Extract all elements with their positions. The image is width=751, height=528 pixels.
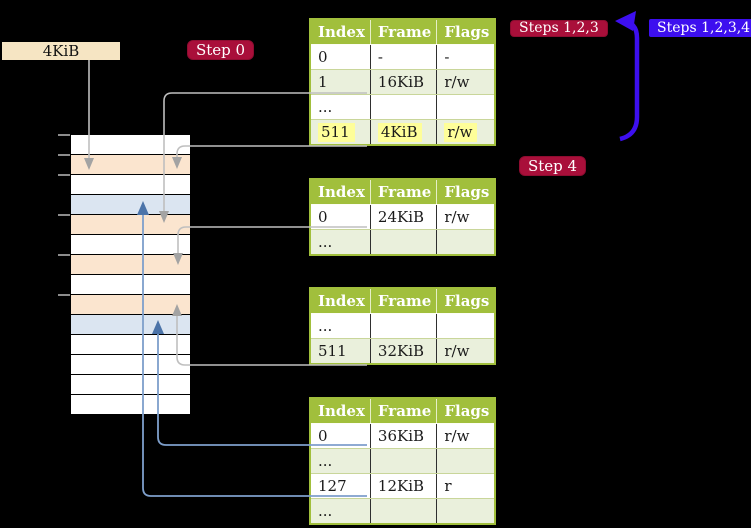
- table-cell: r/w: [436, 423, 496, 449]
- column-header: Frame: [370, 398, 438, 424]
- table-cell: 127: [310, 473, 371, 499]
- table-cell: [370, 448, 438, 474]
- table-cell: 32KiB: [370, 338, 438, 364]
- table-cell: r/w: [436, 204, 496, 230]
- table-cell: 511: [310, 338, 371, 364]
- memory-tick-4: [58, 214, 70, 216]
- memory-row-12: [71, 375, 190, 395]
- table-cell: ...: [310, 229, 371, 255]
- table-cell: ...: [310, 313, 371, 339]
- table-row: ...: [310, 498, 496, 524]
- column-header: Index: [310, 179, 371, 205]
- table-cell: -: [436, 44, 496, 70]
- table-cell: 12KiB: [370, 473, 438, 499]
- table-row: 511 4KiB r/w: [310, 119, 496, 145]
- table-cell: 1: [310, 69, 371, 95]
- table-row: ...: [310, 313, 496, 339]
- physical-memory-stack: [58, 134, 190, 415]
- recursive-loop-arrow: [615, 11, 640, 142]
- memory-row-0: [71, 135, 190, 155]
- table-row: ...: [310, 94, 496, 120]
- column-header: Frame: [370, 179, 438, 205]
- memory-row-6: [71, 255, 190, 275]
- badge-step-0: Step 0: [187, 40, 255, 60]
- memory-row-9: [71, 315, 190, 335]
- memory-row-4: [71, 215, 190, 235]
- memory-row-13: [71, 395, 190, 415]
- table-cell: 0: [310, 44, 371, 70]
- badge-steps-1234: Steps 1,2,3,4: [649, 19, 751, 37]
- memory-row-1: [71, 155, 190, 175]
- table-cell: r/w: [436, 69, 496, 95]
- column-header: Flags: [436, 398, 496, 424]
- table-cell: r/w: [436, 338, 496, 364]
- badge-step-4: Step 4: [519, 156, 587, 176]
- memory-row-2: [71, 175, 190, 195]
- column-header: Index: [310, 19, 371, 45]
- table-cell: 0: [310, 204, 371, 230]
- column-header: Flags: [436, 19, 496, 45]
- memory-row-10: [71, 335, 190, 355]
- column-header: Flags: [436, 288, 496, 314]
- column-header: Index: [310, 398, 371, 424]
- table-cell: ...: [310, 94, 371, 120]
- table-cell: [436, 94, 496, 120]
- table-cell: [436, 448, 496, 474]
- highlighted-value: 511: [318, 122, 355, 142]
- memory-tick-6: [58, 254, 70, 256]
- table-cell: [370, 94, 438, 120]
- table-row: ...: [310, 229, 496, 255]
- memory-tick-0: [58, 134, 70, 136]
- table-cell: 0: [310, 423, 371, 449]
- column-header: Index: [310, 288, 371, 314]
- memory-tick-1: [58, 154, 70, 156]
- table-cell: [436, 313, 496, 339]
- table-row: 0--: [310, 44, 496, 70]
- table-cell: ...: [310, 448, 371, 474]
- table-cell: [370, 229, 438, 255]
- column-header: Flags: [436, 179, 496, 205]
- table-cell: [370, 313, 438, 339]
- column-header: Frame: [370, 288, 438, 314]
- highlighted-value: 4KiB: [377, 122, 423, 142]
- table-cell: r: [436, 473, 496, 499]
- table-cell: [370, 498, 438, 524]
- table-cell: r/w: [436, 119, 496, 145]
- table-cell: 36KiB: [370, 423, 438, 449]
- frame-size-label: 4KiB: [2, 42, 120, 60]
- table-cell: 24KiB: [370, 204, 438, 230]
- arrow-t1r511-to-row1: [176, 145, 367, 157]
- highlighted-value: r/w: [444, 122, 478, 142]
- table-cell: 511: [310, 119, 371, 145]
- memory-row-3: [71, 195, 190, 215]
- column-header: Frame: [370, 19, 438, 45]
- table-cell: [436, 229, 496, 255]
- memory-row-7: [71, 275, 190, 295]
- table-cell: ...: [310, 498, 371, 524]
- table-cell: 16KiB: [370, 69, 438, 95]
- memory-tick-8: [58, 294, 70, 296]
- memory-row-11: [71, 355, 190, 375]
- badge-steps-123: Steps 1,2,3: [510, 20, 608, 37]
- memory-row-5: [71, 235, 190, 255]
- table-row: ...: [310, 448, 496, 474]
- memory-row-8: [71, 295, 190, 315]
- table-cell: 4KiB: [370, 119, 438, 145]
- table-cell: [436, 498, 496, 524]
- memory-tick-2: [58, 174, 70, 176]
- table-cell: -: [370, 44, 438, 70]
